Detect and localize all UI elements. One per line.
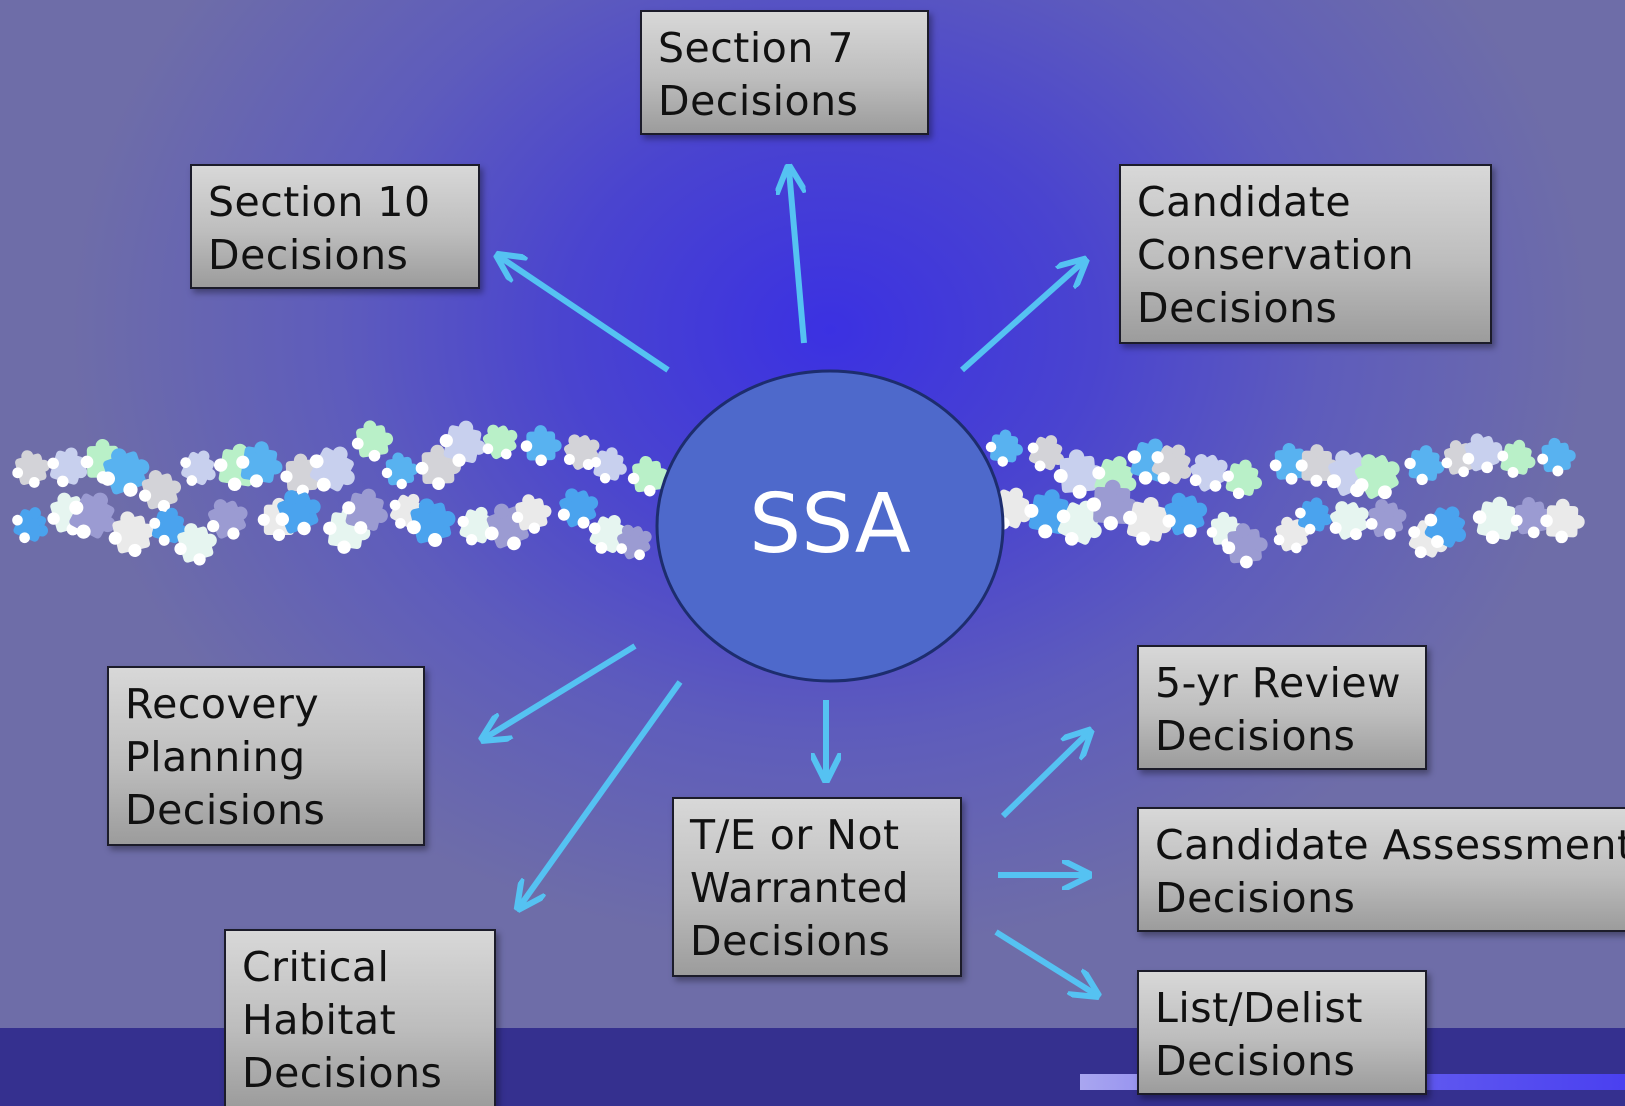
arrow-to-list-delist (994, 929, 1095, 994)
puzzle-piece (1424, 506, 1466, 548)
puzzle-piece (47, 447, 88, 488)
puzzle-piece (1354, 454, 1400, 500)
ssa-ellipse (655, 369, 1005, 683)
puzzle-piece (511, 494, 552, 534)
puzzle-piece (590, 447, 627, 484)
puzzle-piece (1189, 454, 1228, 492)
arrow-to-section10 (500, 257, 670, 373)
puzzle-piece (1365, 499, 1407, 540)
puzzle-piece (520, 425, 562, 467)
five-yr-review-decisions-box: 5-yr Review Decisions (1137, 645, 1427, 770)
puzzle-piece (309, 446, 355, 492)
puzzle-piece (1497, 439, 1536, 478)
puzzle-piece (406, 498, 456, 547)
puzzle-piece (381, 452, 419, 490)
puzzle-pieces-band (12, 420, 1585, 569)
arrows (485, 170, 1095, 994)
puzzle-piece (108, 511, 155, 557)
puzzle-piece (1540, 498, 1585, 544)
puzzle-piece (1053, 449, 1104, 499)
arrow-to-recovery-planning (485, 643, 637, 738)
puzzle-piece (1151, 444, 1192, 485)
puzzle-piece (1162, 492, 1208, 538)
puzzle-piece (1123, 497, 1172, 546)
puzzle-piece (149, 507, 188, 546)
puzzle-piece (1086, 479, 1138, 531)
puzzle-piece (563, 434, 600, 471)
recovery-planning-decisions-box: Recovery Planning Decisions (107, 666, 425, 846)
puzzle-piece (616, 524, 652, 561)
ssa-label: SSA (749, 477, 911, 572)
puzzle-piece (100, 448, 150, 497)
puzzle-piece (1222, 459, 1262, 500)
section10-decisions-box: Section 10 Decisions (190, 164, 480, 289)
puzzle-piece (627, 455, 669, 497)
puzzle-piece (415, 444, 461, 491)
puzzle-piece (12, 450, 50, 488)
arrow-to-section7 (789, 170, 807, 344)
arrow-to-candidate-conservation (960, 262, 1083, 373)
list-delist-decisions-box: List/Delist Decisions (1137, 970, 1427, 1095)
puzzle-piece (342, 488, 388, 535)
puzzle-piece (180, 450, 216, 486)
puzzle-piece (439, 420, 486, 467)
puzzle-piece (69, 492, 116, 539)
arrow-to-critical-habitat (520, 680, 683, 906)
puzzle-piece (207, 499, 248, 540)
puzzle-piece (138, 470, 182, 513)
puzzle-piece (351, 420, 394, 462)
puzzle-piece (174, 523, 217, 566)
section7-decisions-box: Section 7 Decisions (640, 10, 929, 135)
puzzle-piece (1295, 497, 1333, 535)
puzzle-piece (236, 441, 283, 488)
puzzle-piece (1329, 501, 1369, 541)
puzzle-piece (1222, 523, 1268, 569)
puzzle-piece (482, 424, 518, 460)
puzzle-piece (557, 488, 599, 529)
puzzle-piece (985, 429, 1023, 467)
candidate-assessment-decisions-box: Candidate Assessment Decisions (1137, 807, 1625, 932)
puzzle-piece (1404, 445, 1445, 486)
puzzle-piece (1273, 516, 1311, 554)
te-or-not-warranted-decisions-box: T/E or Not Warranted Decisions (672, 797, 962, 977)
critical-habitat-decisions-box: Critical Habitat Decisions (224, 929, 496, 1106)
puzzle-piece (1537, 437, 1576, 477)
puzzle-piece (1462, 433, 1503, 474)
arrow-to-five-yr-review (1000, 733, 1088, 819)
puzzle-piece (12, 507, 49, 544)
puzzle-piece (1295, 444, 1339, 487)
puzzle-piece (275, 490, 321, 536)
candidate-conservation-decisions-box: Candidate Conservation Decisions (1119, 164, 1492, 344)
